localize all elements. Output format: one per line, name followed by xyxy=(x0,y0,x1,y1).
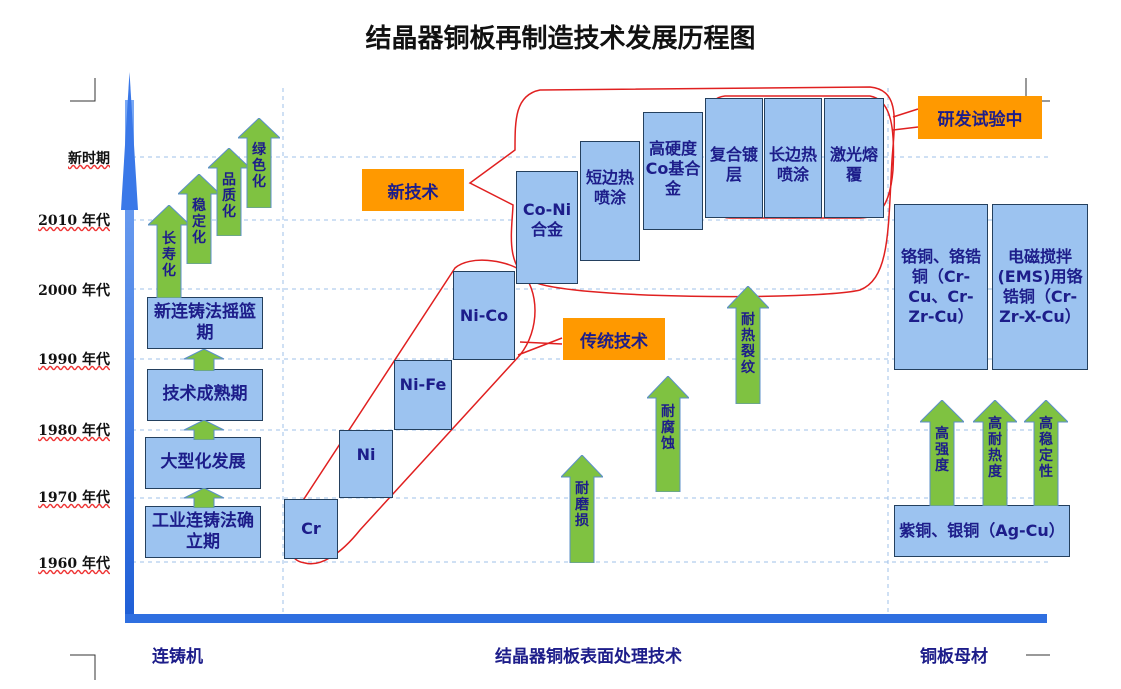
x-axis xyxy=(125,614,1047,623)
connector-arrow xyxy=(183,420,225,440)
arrow-high-heat-resistance: 高耐热度 xyxy=(973,400,1017,506)
arrow-longevity: 长寿化 xyxy=(148,205,190,298)
y-label-new-era: 新时期 xyxy=(68,151,110,167)
y-axis-arrowhead xyxy=(121,72,138,210)
box-technology-mature: 技术成熟期 xyxy=(147,369,263,421)
box-ni-fe: Ni-Fe xyxy=(394,360,452,430)
box-large-scale-development: 大型化发展 xyxy=(145,437,261,489)
arrow-high-strength: 高强度 xyxy=(920,400,964,506)
box-ni-co: Ni-Co xyxy=(453,271,515,360)
box-industrial-casting-established: 工业连铸法确立期 xyxy=(145,506,261,558)
y-label-2010s: 2010 年代 xyxy=(38,213,110,229)
box-copper-silver-copper: 紫铜、银铜（Ag-Cu） xyxy=(894,505,1070,557)
page-title: 结晶器铜板再制造技术发展历程图 xyxy=(365,24,756,54)
box-cr: Cr xyxy=(284,499,338,559)
arrow-high-stability: 高稳定性 xyxy=(1024,400,1068,506)
arrow-corrosion-resistance: 耐腐蚀 xyxy=(647,376,689,492)
callout-new-tech: 新技术 xyxy=(362,169,464,211)
arrow-green: 绿色化 xyxy=(238,118,280,208)
connector-arrow xyxy=(183,349,225,371)
y-label-1970s: 1970 年代 xyxy=(38,490,110,506)
box-hard-co-alloy: 高硬度Co基合金 xyxy=(643,112,703,230)
y-axis xyxy=(125,100,134,622)
connector-arrow xyxy=(183,488,225,508)
box-composite-coating: 复合镀层 xyxy=(705,98,763,218)
callout-traditional-tech: 传统技术 xyxy=(563,318,665,360)
y-label-2000s: 2000 年代 xyxy=(38,283,110,299)
callout-research: 研发试验中 xyxy=(918,96,1042,139)
box-short-side-spray: 短边热喷涂 xyxy=(580,141,640,261)
label-surface-treatment: 结晶器铜板表面处理技术 xyxy=(495,647,682,667)
arrow-wear-resistance: 耐磨损 xyxy=(561,455,603,563)
y-label-1980s: 1980 年代 xyxy=(38,423,110,439)
arrow-stability: 稳定化 xyxy=(178,174,220,264)
box-cr-cu-cr-zr-cu: 铬铜、铬锆铜（Cr-Cu、Cr-Zr-Cu） xyxy=(894,204,988,370)
y-label-1990s: 1990 年代 xyxy=(38,352,110,368)
box-co-ni-alloy: Co-Ni合金 xyxy=(516,171,578,284)
y-label-1960s: 1960 年代 xyxy=(38,556,110,572)
label-base-material: 铜板母材 xyxy=(920,647,988,667)
label-caster: 连铸机 xyxy=(152,647,203,667)
box-ni: Ni xyxy=(339,430,393,498)
box-long-side-spray: 长边热喷涂 xyxy=(764,98,822,218)
arrow-quality: 品质化 xyxy=(208,148,250,236)
box-laser-cladding: 激光熔覆 xyxy=(824,98,884,218)
box-new-casting-cradle: 新连铸法摇篮期 xyxy=(147,297,263,349)
arrow-heat-crack-resistance: 耐热裂纹 xyxy=(727,286,769,404)
box-ems-cr-zr-cu: 电磁搅拌(EMS)用铬锆铜（Cr-Zr-X-Cu） xyxy=(992,204,1088,370)
